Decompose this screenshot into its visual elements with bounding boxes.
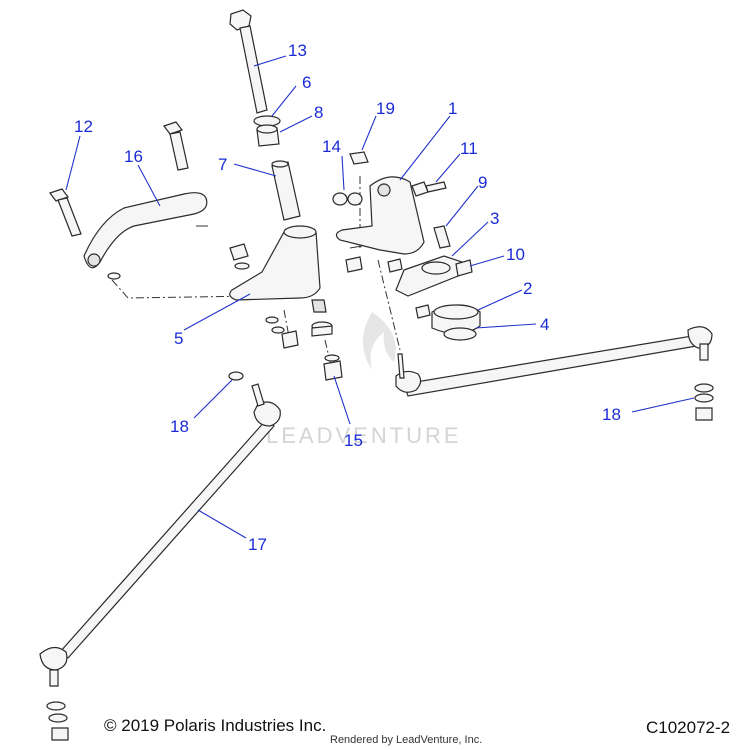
callout-19: 19 [376, 99, 395, 118]
part-4-oring [443, 327, 477, 341]
part-19-nut [349, 151, 369, 165]
part-11-bolt [411, 181, 447, 197]
part-18-left-washers [46, 371, 244, 741]
callout-6: 6 [302, 73, 311, 92]
callout-9: 9 [478, 173, 487, 192]
part-1-knuckle [335, 176, 425, 255]
part-2-bearing [431, 304, 481, 335]
callout-13: 13 [288, 41, 307, 60]
fittings-left [229, 243, 333, 349]
part-15-nut [323, 354, 343, 381]
part-right-tie-rod [395, 326, 713, 397]
centerline-15 [324, 339, 333, 371]
callout-11: 11 [460, 139, 478, 158]
part-10-nut [455, 259, 473, 277]
callout-14: 14 [322, 137, 341, 156]
part-8-bushing [256, 124, 280, 147]
callout-18-right: 18 [602, 405, 621, 424]
callout-2: 2 [523, 279, 532, 298]
part-16-drag-link [83, 192, 208, 280]
callout-5: 5 [174, 329, 183, 348]
callout-10: 10 [506, 245, 525, 264]
part-12-bolt [49, 188, 82, 237]
part-3-bracket [395, 255, 470, 297]
callout-3: 3 [490, 209, 499, 228]
part-5-pitman-arm [229, 225, 327, 313]
watermark-flame-icon [363, 312, 396, 370]
part-13-long-bolt [229, 9, 268, 114]
drawing-number: C102072-2 [646, 718, 731, 737]
leader-lines [65, 55, 695, 539]
callout-16: 16 [124, 147, 143, 166]
callout-4: 4 [540, 315, 549, 334]
callout-7: 7 [218, 155, 227, 174]
callout-18-left: 18 [170, 417, 189, 436]
part-14-washers [332, 192, 363, 206]
part-17-left-tie-rod [39, 383, 281, 687]
part-9-bolt [433, 225, 451, 249]
part-7-sleeve [271, 160, 301, 221]
part-bolt-upper [163, 121, 189, 171]
callout-17: 17 [248, 535, 267, 554]
callout-12: 12 [74, 117, 93, 136]
callout-1: 1 [448, 99, 457, 118]
callout-labels: 1 2 3 4 5 6 7 8 9 10 11 12 13 14 15 16 1… [74, 41, 621, 554]
rendered-by-credit: Rendered by LeadVenture, Inc. [330, 734, 483, 746]
leadventure-watermark: LEADVENTURE [266, 312, 462, 448]
callout-8: 8 [314, 103, 323, 122]
watermark-text: LEADVENTURE [266, 423, 462, 448]
part-18-right-washers [694, 383, 714, 421]
copyright-notice: © 2019 Polaris Industries Inc. [104, 716, 327, 735]
callout-15: 15 [344, 431, 363, 450]
fittings-right [345, 245, 431, 319]
